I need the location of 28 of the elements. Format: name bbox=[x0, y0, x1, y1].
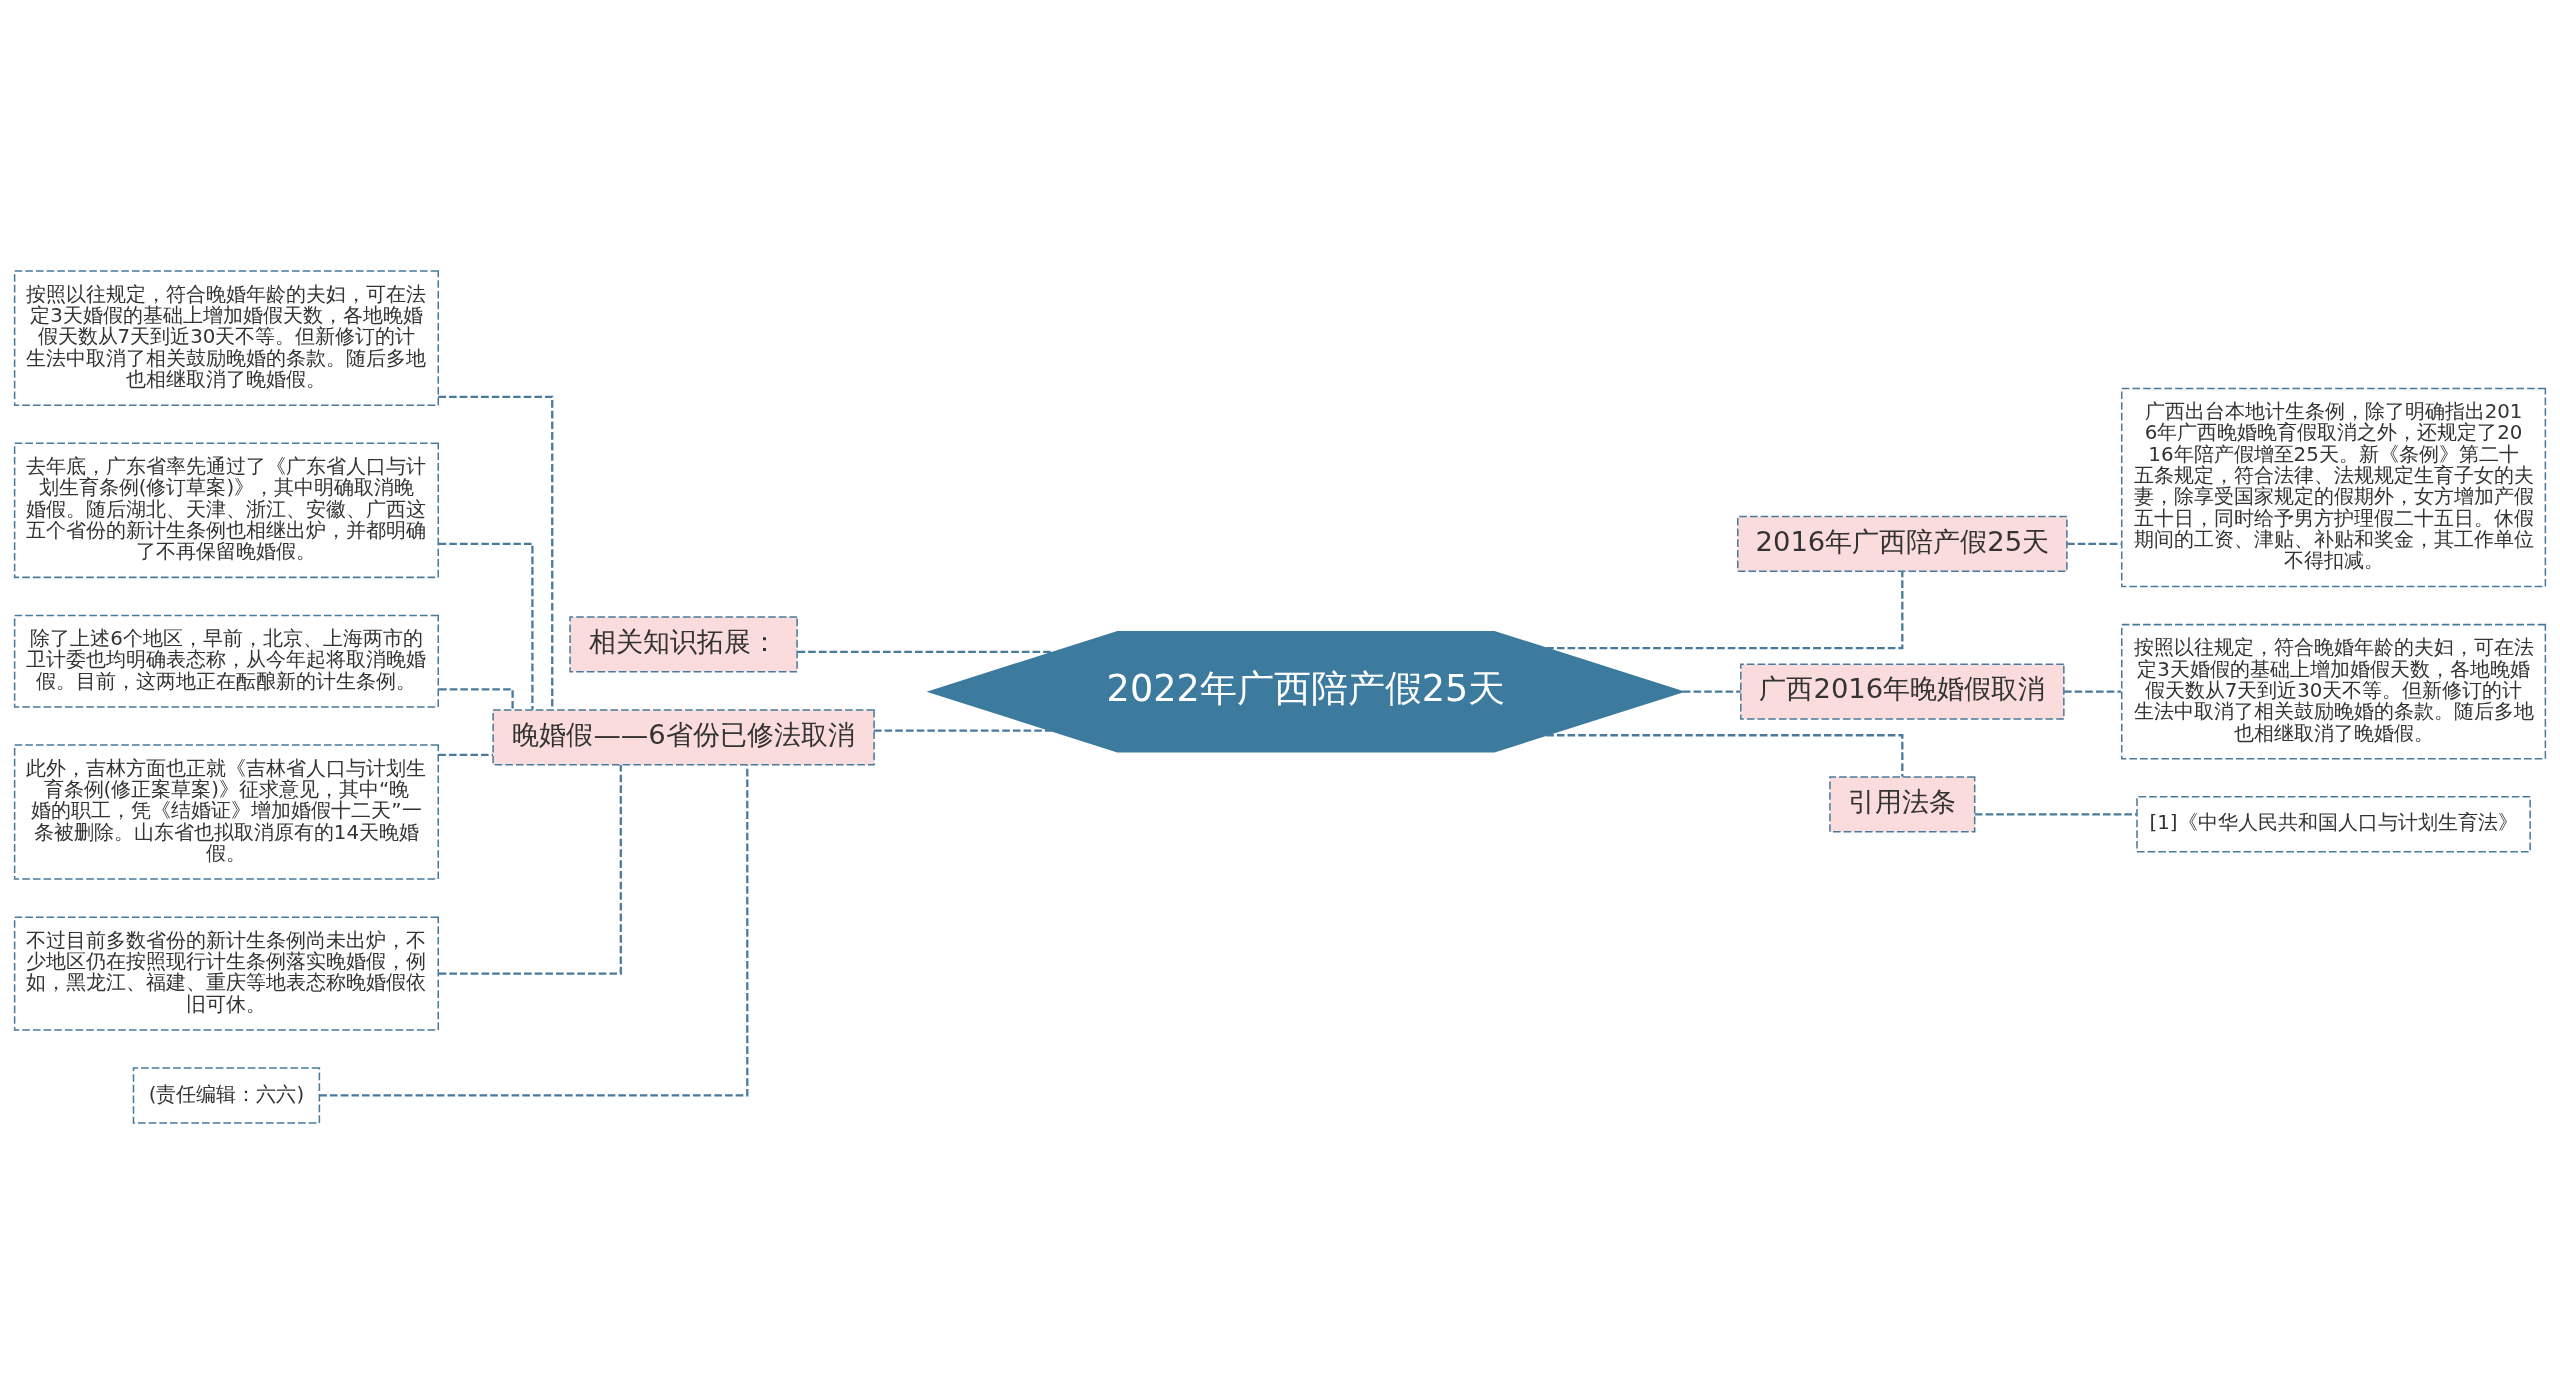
node-box: 晚婚假——6省份已修法取消 bbox=[492, 708, 875, 766]
connector bbox=[2067, 542, 2122, 545]
connector bbox=[438, 764, 622, 975]
node-box: 不过目前多数省份的新计生条例尚未出炉，不少地区仍在按照现行计生条例落实晚婚假，例如，黑龙江、福建、重庆等地表态称晚婚假依旧可休。 bbox=[13, 915, 439, 1031]
node-box: 广西出台本地计生条例，除了明确指出2016年广西晚婚晚育假取消之外，还规定了2016年陪产假增至25天。新《条例》第二十五条规定，符合法律、法规规定生育子女的夫妻，除享受国家规定的假期外，女方增加产假五十日，同时给予男方护理假二十五日。休假期间的工资、津贴、补贴和奖金，其工作单位不得扣减。 bbox=[2121, 387, 2547, 587]
node-box: 除了上述6个地区，早前，北京、上海两市的卫计委也均明确表态称，从今年起将取消晚婚假。目前，这两地正在酝酿新的计生条例。 bbox=[13, 614, 439, 708]
connector bbox=[319, 764, 749, 1097]
connector bbox=[438, 395, 554, 709]
node-box: [1]《中华人民共和国人口与计划生育法》 bbox=[2136, 795, 2531, 852]
connector bbox=[1975, 812, 2137, 815]
node-box: 按照以往规定，符合晚婚年龄的夫妇，可在法定3天婚假的基础上增加婚假天数，各地晚婚假天数从7天到近30天不等。但新修订的计生法中取消了相关鼓励晚婚的条款。随后多地也相继取消了晚婚假。 bbox=[13, 269, 439, 406]
connector bbox=[438, 753, 493, 756]
connector bbox=[1546, 733, 1904, 777]
node-box: 去年底，广东省率先通过了《广东省人口与计划生育条例(修订草案)》，其中明确取消晚婚假。随后湖北、天津、浙江、安徽、广西这五个省份的新计生条例也相继出炉，并都明确了不再保留晚婚假。 bbox=[13, 442, 439, 578]
node-box: 相关知识拓展： bbox=[569, 615, 798, 673]
connector bbox=[438, 687, 514, 709]
node-box: 引用法条 bbox=[1829, 775, 1976, 833]
node-box: 2016年广西陪产假25天 bbox=[1737, 515, 2068, 572]
connector bbox=[874, 729, 1052, 732]
connector bbox=[797, 650, 1054, 653]
node-box: 此外，吉林方面也正就《吉林省人口与计划生育条例(修正案草案)》征求意见，其中“晚婚的职工，凭《结婚证》增加婚假十二天”一条被删除。山东省也拟取消原有的14天晚婚假。 bbox=[13, 743, 439, 880]
connector bbox=[1546, 571, 1904, 649]
connector bbox=[2064, 690, 2122, 693]
connector bbox=[438, 542, 534, 710]
connector bbox=[1682, 690, 1741, 693]
node-box: (责任编辑：六六) bbox=[132, 1066, 321, 1124]
node-box: 按照以往规定，符合晚婚年龄的夫妇，可在法定3天婚假的基础上增加婚假天数，各地晚婚假天数从7天到近30天不等。但新修订的计生法中取消了相关鼓励晚婚的条款。随后多地也相继取消了晚婚假。 bbox=[2121, 623, 2547, 759]
node-box: 广西2016年晚婚假取消 bbox=[1740, 663, 2065, 720]
